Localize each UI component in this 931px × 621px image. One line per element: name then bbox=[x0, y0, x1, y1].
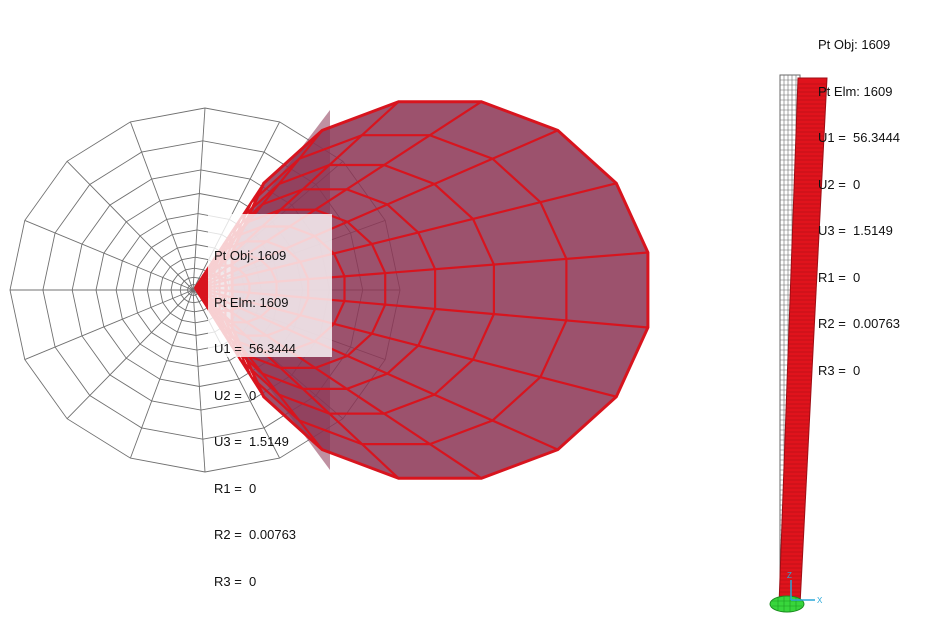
tooltip-u2: U2 = 0 bbox=[214, 387, 257, 403]
undeformed-spoke bbox=[192, 107, 206, 291]
tooltip-u1: U1 = 56.3444 bbox=[214, 341, 297, 356]
undeformed-spoke bbox=[129, 289, 194, 459]
undeformed-spoke bbox=[192, 289, 206, 473]
tooltip-u1: U1 = 56.3444 bbox=[818, 130, 901, 145]
tooltip-r2: R2 = 0.00763 bbox=[214, 527, 297, 542]
tooltip-r3: R3 = 0 bbox=[214, 573, 257, 589]
tooltip-pt-obj: Pt Obj: 1609 bbox=[818, 37, 891, 52]
tooltip-pt-obj: Pt Obj: 1609 bbox=[214, 248, 287, 263]
undeformed-spoke bbox=[192, 121, 281, 291]
undeformed-spoke bbox=[192, 289, 281, 459]
tooltip-u2: U2 = 0 bbox=[818, 176, 861, 192]
tooltip-r3: R3 = 0 bbox=[818, 362, 861, 378]
tooltip-u3: U3 = 1.5149 bbox=[818, 223, 893, 238]
undeformed-spoke bbox=[24, 219, 194, 291]
tooltip-r1: R1 = 0 bbox=[214, 480, 257, 496]
axis-label-x: X bbox=[817, 596, 823, 605]
axis-triad: X Z bbox=[787, 571, 823, 605]
right-point-tooltip: Pt Obj: 1609 Pt Elm: 1609 U1 = 56.3444 U… bbox=[818, 6, 900, 394]
undeformed-spoke bbox=[24, 289, 194, 361]
axis-label-z: Z bbox=[787, 571, 792, 580]
tooltip-pt-elm: Pt Elm: 1609 bbox=[818, 83, 893, 99]
tooltip-u3: U3 = 1.5149 bbox=[214, 434, 289, 449]
undeformed-spoke bbox=[66, 160, 194, 291]
tooltip-pt-elm: Pt Elm: 1609 bbox=[214, 294, 289, 310]
undeformed-spoke bbox=[66, 289, 194, 420]
support-base bbox=[769, 595, 805, 613]
support-grid bbox=[772, 596, 802, 612]
column-side-view: X Z bbox=[769, 74, 828, 613]
tooltip-r2: R2 = 0.00763 bbox=[818, 316, 901, 331]
left-point-tooltip: Pt Obj: 1609 Pt Elm: 1609 U1 = 56.3444 U… bbox=[208, 214, 332, 589]
tooltip-r1: R1 = 0 bbox=[818, 269, 861, 285]
undeformed-spoke bbox=[129, 121, 194, 291]
